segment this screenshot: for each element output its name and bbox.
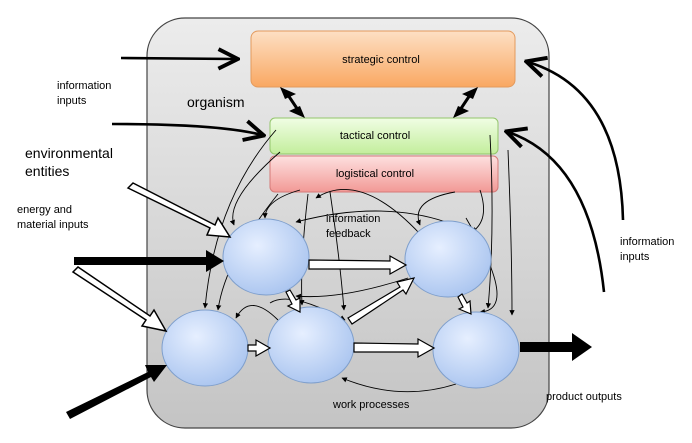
flow-arrow-node-bl-to-bm <box>247 338 272 358</box>
strategic-tactical-link-right <box>453 87 478 118</box>
process-node-top-left <box>222 218 310 296</box>
flow-arrow-node-tl-to-bm <box>285 289 301 313</box>
logistical-control-box: logistical control <box>269 155 499 193</box>
flow-arrow-node-tr-to-br <box>457 293 472 315</box>
product-output-arrow <box>520 333 592 361</box>
material-input-arrow-middle <box>74 250 224 272</box>
flow-arrow-node-tl-to-tr <box>308 254 408 276</box>
process-node-bottom-right <box>432 311 520 389</box>
organism-label: organism <box>187 94 245 110</box>
energy-material-inputs-label: energy and material inputs <box>17 204 89 231</box>
information-inputs-left-label: information inputs <box>57 80 114 107</box>
information-input-arrow-right-upper <box>528 62 625 221</box>
strategic-tactical-link-left <box>280 87 305 118</box>
information-input-arrow-top <box>120 58 236 59</box>
material-input-arrow-bottom <box>66 365 167 419</box>
work-processes-label: work processes <box>332 399 410 411</box>
product-outputs-label: product outputs <box>546 391 622 403</box>
information-input-arrow-middle <box>111 124 262 135</box>
svg-text:logistical control: logistical control <box>336 168 414 180</box>
flow-arrow-node-bm-to-tr <box>347 277 416 325</box>
information-input-arrow-right-lower <box>508 132 606 293</box>
process-node-bottom-middle <box>267 306 355 384</box>
environmental-entities-label: environmental entities <box>25 145 117 179</box>
process-node-top-right <box>404 220 492 298</box>
information-feedback-label: information feedback <box>326 213 383 240</box>
information-inputs-right-label: information inputs <box>620 236 677 263</box>
strategic-control-box: strategic control <box>250 30 516 88</box>
energy-input-arrow-upper <box>126 182 232 238</box>
flow-arrow-node-bm-to-br <box>353 337 436 359</box>
svg-text:strategic control: strategic control <box>342 54 420 66</box>
svg-text:tactical control: tactical control <box>340 130 410 142</box>
tactical-control-box: tactical control <box>269 117 499 155</box>
energy-input-arrow-lower <box>71 266 168 333</box>
process-node-bottom-left <box>161 309 249 387</box>
